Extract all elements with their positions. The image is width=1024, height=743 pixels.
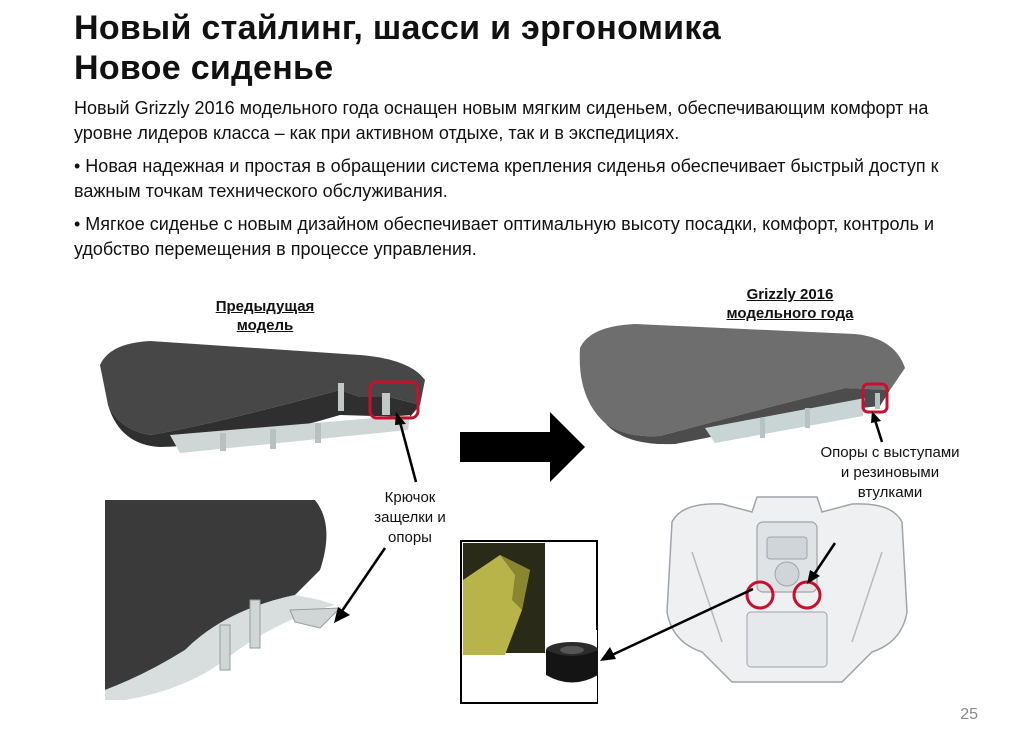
closeup-seat-cushion xyxy=(105,500,327,690)
page-number: 25 xyxy=(960,706,978,723)
previous-hook-highlight xyxy=(368,380,420,420)
atv-frame-image xyxy=(666,496,908,683)
label-hook-line-2: защелки и xyxy=(374,509,446,526)
support-highlight-right xyxy=(792,580,822,610)
title-line-1: Новый стайлинг, шасси и эргономика xyxy=(74,9,721,47)
previous-seat-image xyxy=(100,341,425,453)
label-supports-line-1: Опоры с выступами xyxy=(820,444,960,461)
previous-seat-closeup-image xyxy=(105,500,370,700)
caption-new-line-1: Grizzly 2016 xyxy=(746,286,834,303)
pointer-arrow-supports xyxy=(871,411,884,443)
new-support-highlight xyxy=(861,382,889,414)
label-supports-bushings: Опоры с выступами и резиновыми втулками xyxy=(795,443,985,503)
inset-bracket xyxy=(463,555,530,655)
label-hook-line-3: опоры xyxy=(388,529,432,546)
pointer-arrow-hook-bottom xyxy=(334,547,387,623)
label-supports-line-3: втулками xyxy=(857,484,923,501)
caption-new-model: Grizzly 2016 модельного года xyxy=(700,285,880,323)
previous-seat-cushion xyxy=(100,341,425,435)
label-hook-line-1: Крючок xyxy=(384,489,436,506)
new-seat-image xyxy=(579,324,905,445)
pointer-arrow-frame xyxy=(807,542,837,584)
caption-previous-line-2: модель xyxy=(236,317,294,334)
label-hook-and-supports: Крючок защелки и опоры xyxy=(360,488,460,548)
pointer-arrow-hook-top xyxy=(395,412,418,483)
bullet-mounting: • Новая надежная и простая в обращении с… xyxy=(74,156,939,201)
slide-title: Новый стайлинг, шасси и эргономика Новое… xyxy=(74,8,721,88)
title-line-2: Новое сиденье xyxy=(74,49,334,87)
intro-paragraph: Новый Grizzly 2016 модельного года оснащ… xyxy=(74,98,929,143)
rubber-bushing-inset xyxy=(460,540,598,704)
new-seat-side xyxy=(605,388,890,445)
new-seat-base xyxy=(705,398,865,443)
support-highlight-left xyxy=(745,580,775,610)
caption-previous-model: Предыдущая модель xyxy=(190,297,340,335)
pointer-arrow-bushing xyxy=(600,587,754,661)
caption-new-line-2: модельного года xyxy=(726,305,854,322)
previous-seat-base xyxy=(170,415,410,453)
transition-arrow-icon xyxy=(460,412,585,482)
bullet-design: • Мягкое сиденье с новым дизайном обеспе… xyxy=(74,214,935,259)
bushing-icon xyxy=(546,650,598,683)
label-supports-line-2: и резиновыми xyxy=(840,464,940,481)
new-seat-cushion xyxy=(579,324,905,437)
caption-previous-line-1: Предыдущая xyxy=(215,298,315,315)
